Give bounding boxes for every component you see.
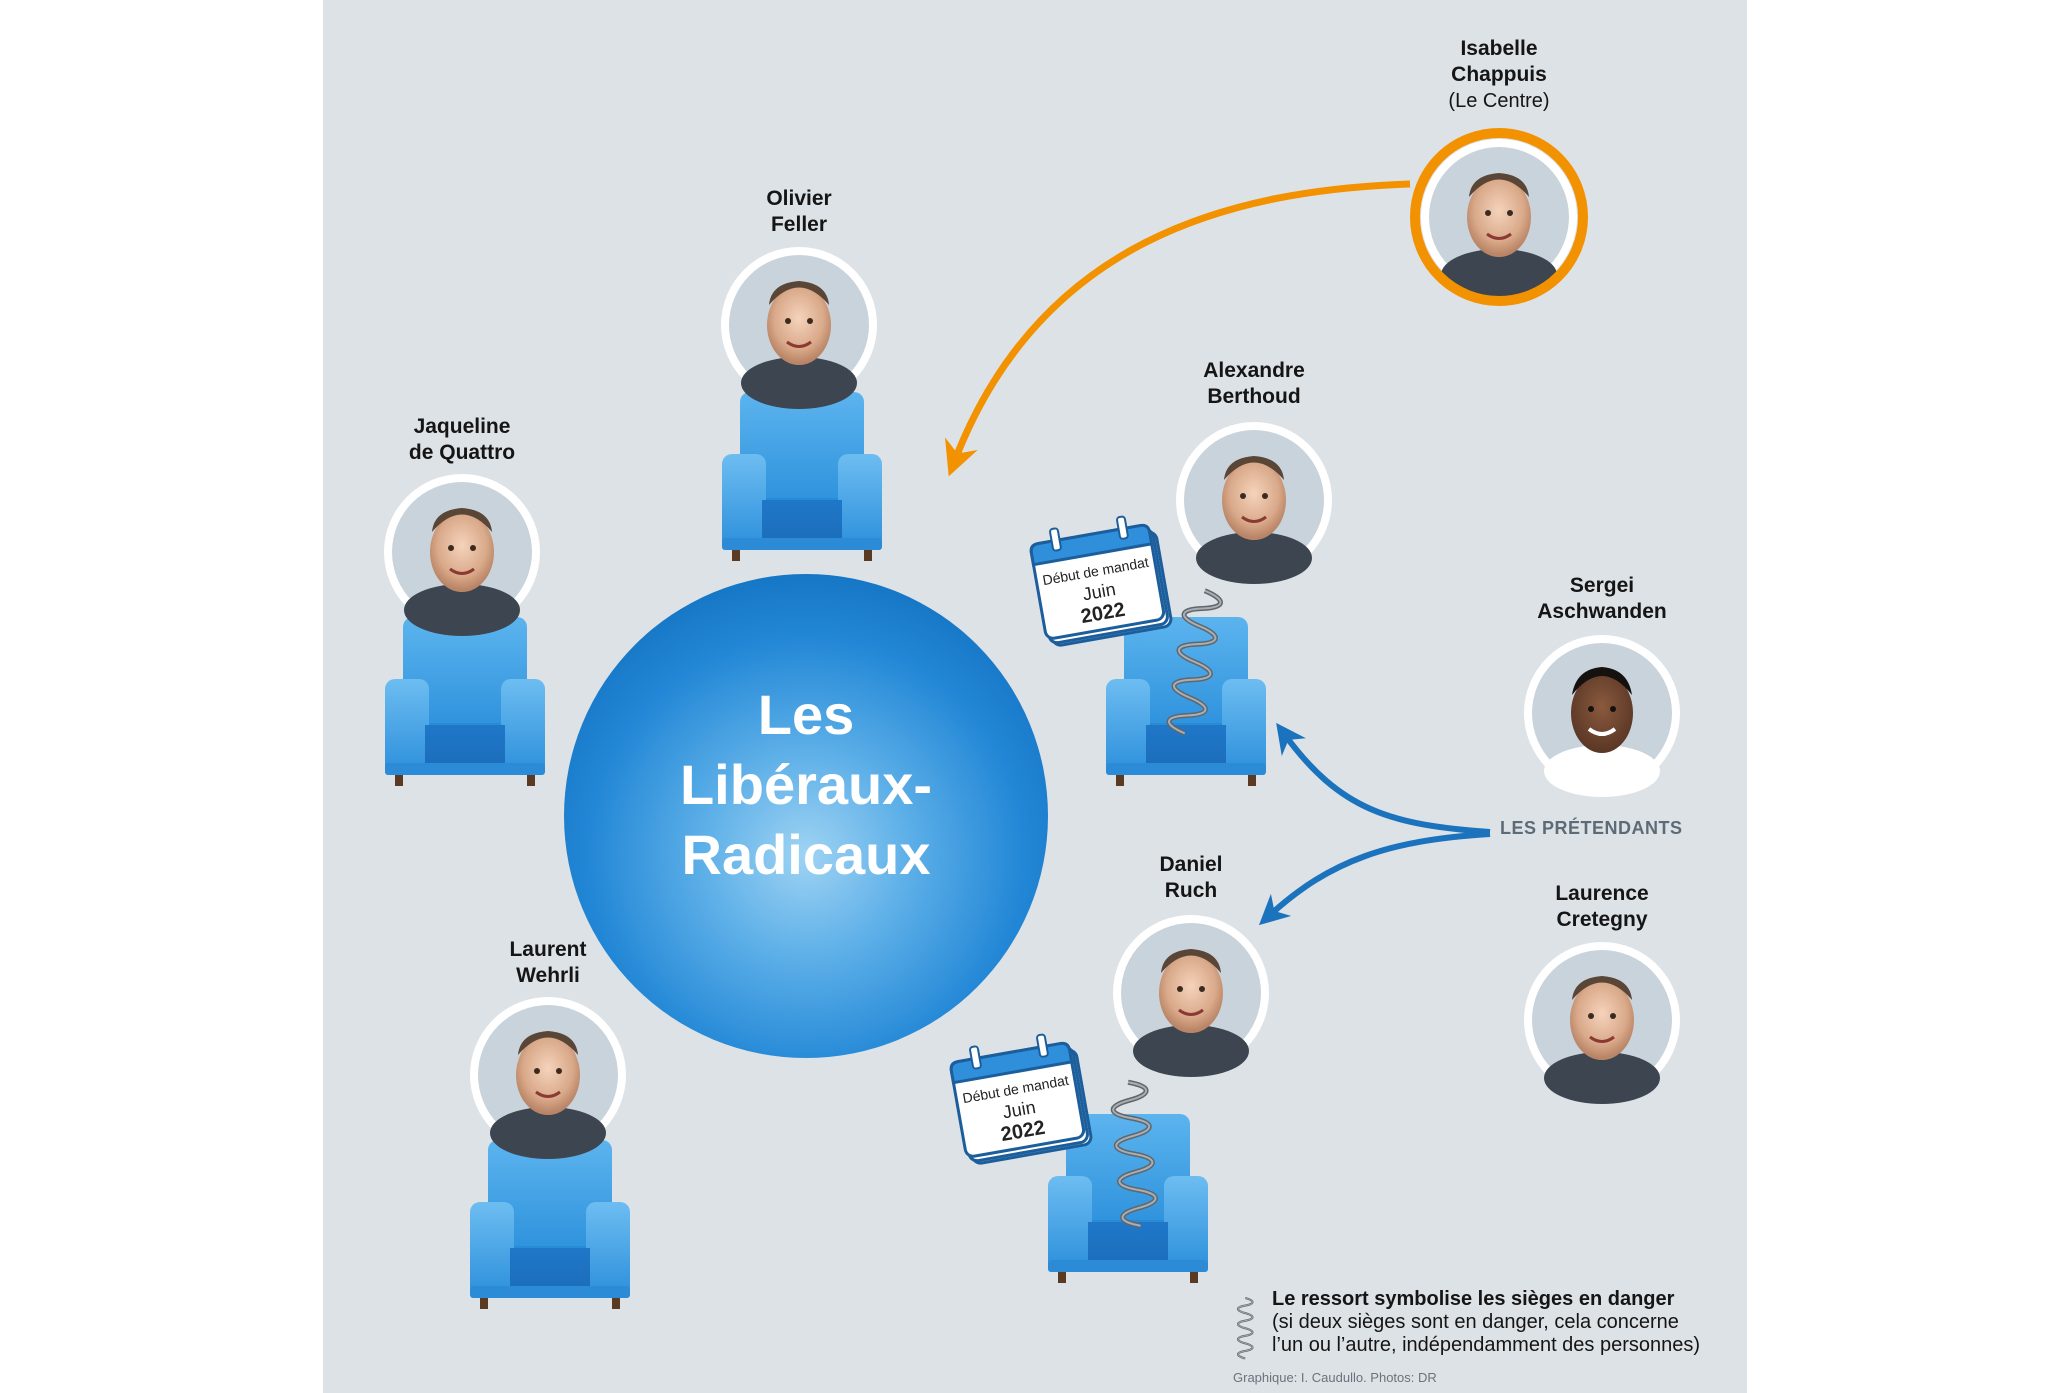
name-laurent: Laurent Wehrli: [509, 938, 587, 987]
name-jaqueline: Jaqueline de Quattro: [408, 415, 516, 464]
name-olivier: Olivier Feller: [766, 187, 832, 236]
blue-arrow-upper: [1276, 722, 1491, 835]
name-isabelle: Isabelle Chappuis (Le Centre): [1448, 37, 1550, 112]
portrait-olivier: [719, 245, 879, 411]
legend-text: l’un ou l’autre, indépendamment des pers…: [1272, 1334, 1701, 1356]
calendar-icon: Début de mandat Juin 2022: [946, 1027, 1094, 1167]
seat-jaqueline: [385, 617, 545, 786]
name-daniel: Daniel Ruch: [1159, 853, 1223, 902]
name-alexandre: Alexandre Berthoud: [1203, 359, 1305, 408]
seat-laurent: [470, 1140, 630, 1309]
seat-olivier: [722, 392, 882, 561]
credit: Graphique: I. Caudullo. Photos: DR: [1233, 1370, 1437, 1385]
party-name: Les Libéraux- Radicaux: [567, 680, 1045, 890]
name-sergei: Sergei Aschwanden: [1537, 574, 1667, 623]
party-name-line: Radicaux: [681, 823, 931, 886]
name-laurence: Laurence Cretegny: [1555, 882, 1649, 931]
pretendants-label: LES PRÉTENDANTS: [1500, 818, 1683, 838]
legend-text: (si deux sièges sont en danger, cela con…: [1272, 1311, 1679, 1333]
party-name-line: Les: [757, 683, 855, 746]
portrait-jaqueline: [382, 472, 542, 638]
legend-title: Le ressort symbolise les sièges en dange…: [1272, 1288, 1675, 1310]
calendar-icon: Début de mandat Juin 2022: [1026, 509, 1174, 649]
seat-alexandre: [1106, 617, 1266, 786]
portrait-daniel: [1111, 913, 1271, 1079]
legend: Le ressort symbolise les sièges en dange…: [1272, 1288, 1742, 1357]
portrait-alexandre: [1174, 420, 1334, 586]
blue-arrow-lower: [1258, 831, 1491, 926]
party-name-line: Libéraux-: [679, 753, 933, 816]
portrait-isabelle: [1410, 128, 1588, 306]
party-circle: [564, 574, 1048, 1058]
legend-spring-icon: [1236, 1296, 1254, 1360]
portrait-laurent: [468, 995, 628, 1161]
portrait-sergei: [1522, 633, 1682, 799]
portrait-laurence: [1522, 940, 1682, 1106]
orange-arrow: [944, 180, 1411, 477]
